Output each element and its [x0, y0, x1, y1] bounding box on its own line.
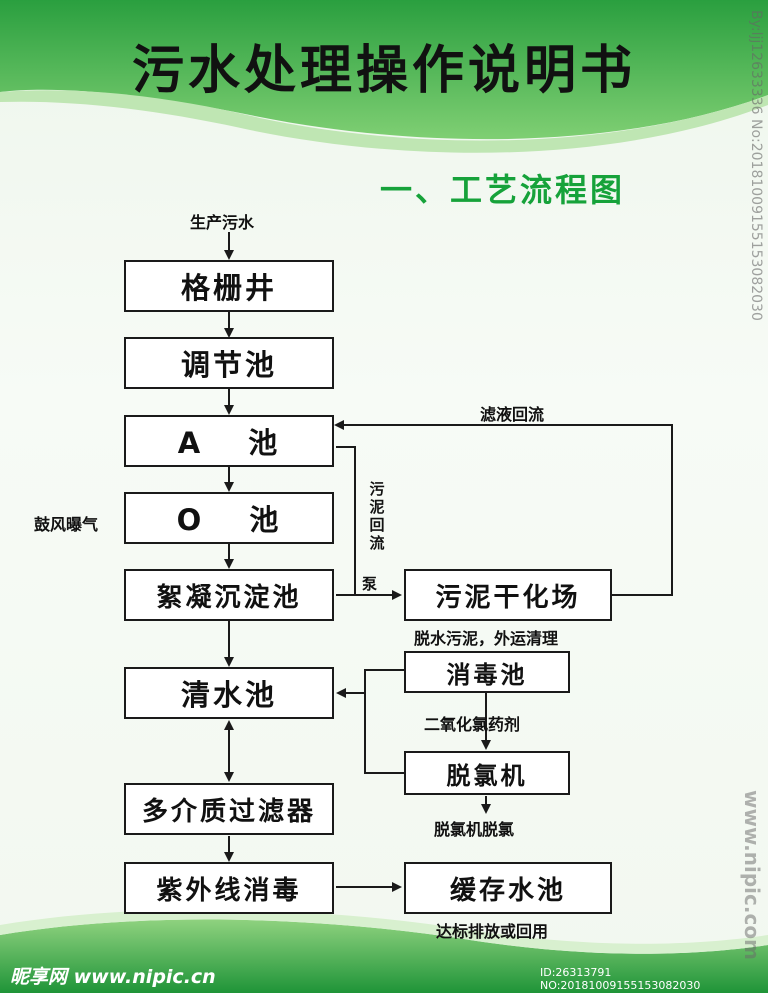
- sedimentation-tank-box: 絮凝沉淀池: [124, 569, 334, 621]
- grille-well-box: 格栅井: [124, 260, 334, 312]
- dechlorinator-box: 脱氯机: [404, 751, 570, 795]
- input-label: 生产污水: [190, 213, 255, 232]
- sludge-drying-yard-box: 污泥干化场: [404, 569, 612, 621]
- dechlorination-label: 脱氯机脱氯: [434, 820, 515, 839]
- o-tank-box: O 池: [124, 492, 334, 544]
- top-wave-highlight: [0, 90, 768, 153]
- site-logo: 昵享网 www.nipic.cn: [10, 966, 216, 988]
- section-subtitle: 一、工艺流程图: [380, 171, 626, 209]
- sludge-return-label: 污泥回流: [369, 480, 385, 552]
- page-title: 污水处理操作说明书: [131, 41, 636, 101]
- top-wave-band: [0, 0, 768, 140]
- multimedia-filter-box: 多介质过滤器: [124, 783, 334, 835]
- a-tank-box: A 池: [124, 415, 334, 467]
- footer-id: ID:26313791 NO:20181009155153082030: [540, 966, 701, 992]
- aeration-label: 鼓风曝气: [34, 515, 99, 534]
- side-watermark: By:ljj12633336 No:20181009155153082030: [748, 10, 764, 321]
- buffer-tank-box: 缓存水池: [404, 862, 612, 914]
- disinfection-tank-box: 消毒池: [404, 651, 570, 693]
- line-disinfection-loop: [364, 669, 404, 774]
- uv-disinfection-box: 紫外线消毒: [124, 862, 334, 914]
- filtrate-return-label: 滤液回流: [480, 405, 545, 424]
- regulating-tank-box: 调节池: [124, 337, 334, 389]
- discharge-label: 达标排放或回用: [436, 922, 549, 941]
- sludge-note: 脱水污泥，外运清理: [414, 629, 559, 648]
- clear-water-tank-box: 清水池: [124, 667, 334, 719]
- line-filtrate-return: [334, 420, 673, 596]
- line-sludge-return: [336, 446, 356, 595]
- pump-label: 泵: [362, 575, 378, 593]
- chlorine-dioxide-label: 二氧化氯药剂: [424, 715, 521, 734]
- side-site-watermark: www.nipic.com: [740, 790, 764, 960]
- bottom-wave-band: [0, 919, 768, 993]
- bottom-wave-highlight: [0, 909, 768, 954]
